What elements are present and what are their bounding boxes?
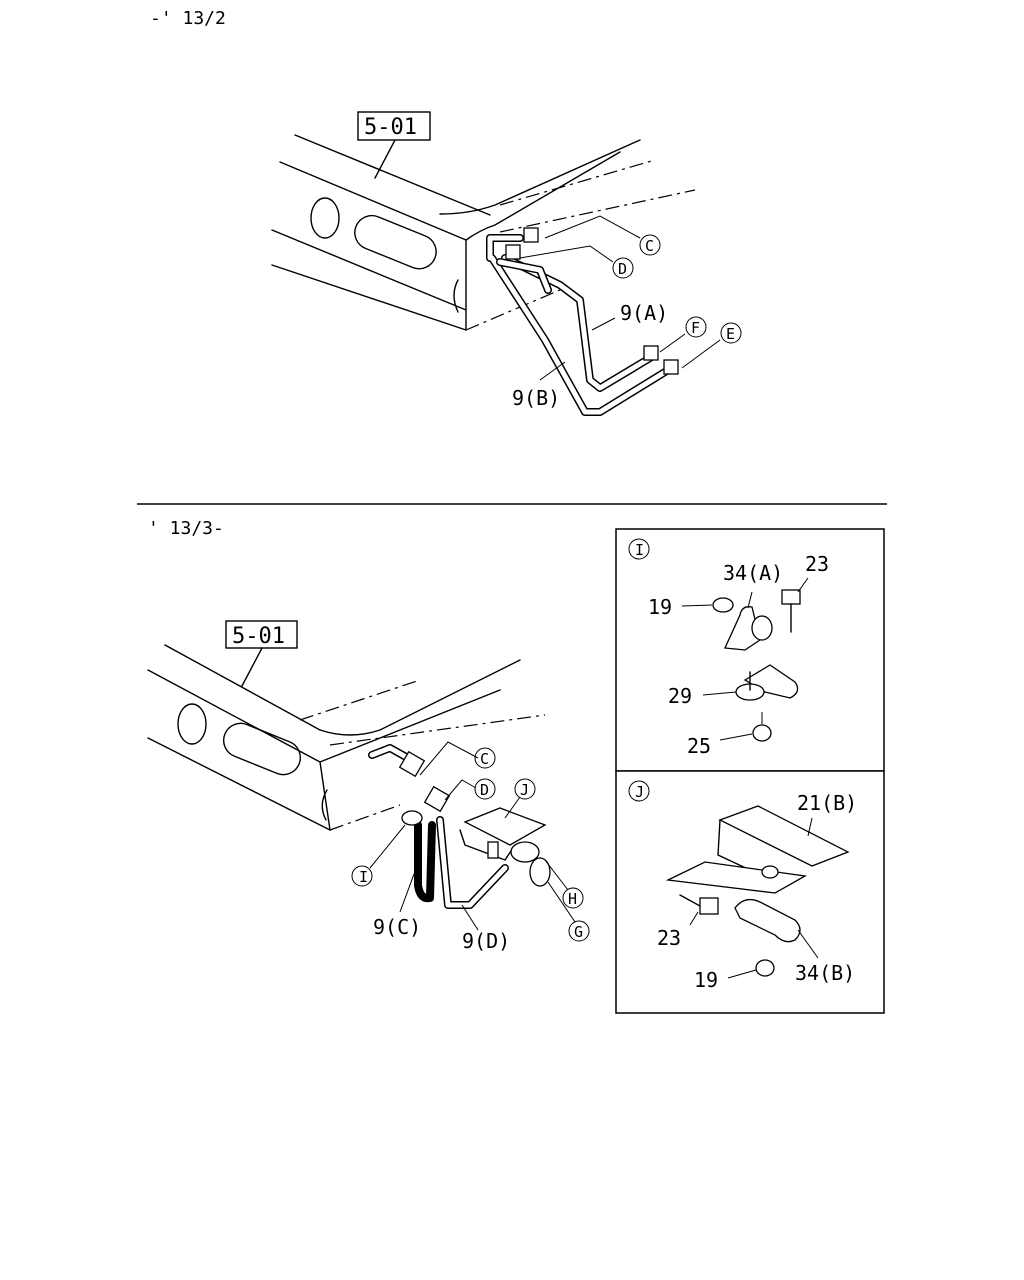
callout-f: F — [691, 319, 700, 337]
part-29: 29 — [668, 684, 692, 708]
top-section: -' 13/2 5-01 — [150, 8, 742, 416]
callout-g: G — [574, 923, 583, 941]
callout-c: C — [645, 237, 654, 255]
svg-text:5-01: 5-01 — [232, 624, 285, 649]
top-frame-rail — [271, 134, 696, 331]
top-callouts: C D F E 9(A) 9(B) — [512, 215, 742, 410]
svg-text:5-01: 5-01 — [364, 115, 417, 140]
part-9c: 9(C) — [373, 915, 421, 939]
bottom-callouts: C D J H G I 9(C) 9(D) — [351, 741, 590, 953]
top-range-label: -' 13/2 — [150, 8, 226, 29]
callout-d: D — [618, 260, 627, 278]
detail-i-panel: I 34(A) 23 19 29 25 — [615, 528, 885, 772]
part-23-j: 23 — [657, 926, 681, 950]
part-9d: 9(D) — [462, 929, 510, 953]
detail-j-badge: J — [635, 783, 644, 801]
top-ref-box: 5-01 — [357, 111, 431, 179]
callout-h: H — [568, 890, 577, 908]
callout-e: E — [726, 325, 735, 343]
bottom-range-label: ' 13/3- — [148, 518, 224, 539]
detail-j-panel: J 21(B) 23 34(B) 19 — [615, 770, 885, 1014]
bottom-section: ' 13/3- 5-01 — [147, 518, 590, 953]
part-34b: 34(B) — [795, 961, 855, 985]
part-23-i: 23 — [805, 552, 829, 576]
part-9a: 9(A) — [620, 301, 668, 325]
callout-c-bottom: C — [480, 750, 489, 768]
part-25: 25 — [687, 734, 711, 758]
part-19-i: 19 — [648, 595, 672, 619]
bottom-ref-box: 5-01 — [225, 620, 298, 687]
part-9b: 9(B) — [512, 386, 560, 410]
top-pipes — [486, 227, 679, 416]
callout-c-circle — [639, 234, 661, 256]
part-34a: 34(A) — [723, 561, 783, 585]
callout-j: J — [520, 781, 529, 799]
bottom-frame-rail — [147, 644, 546, 831]
callout-i: I — [359, 868, 368, 886]
part-21b: 21(B) — [797, 791, 857, 815]
bottom-pipes — [368, 744, 551, 909]
part-19-j: 19 — [694, 968, 718, 992]
callout-d-bottom: D — [480, 781, 489, 799]
detail-i-badge: I — [635, 541, 644, 559]
